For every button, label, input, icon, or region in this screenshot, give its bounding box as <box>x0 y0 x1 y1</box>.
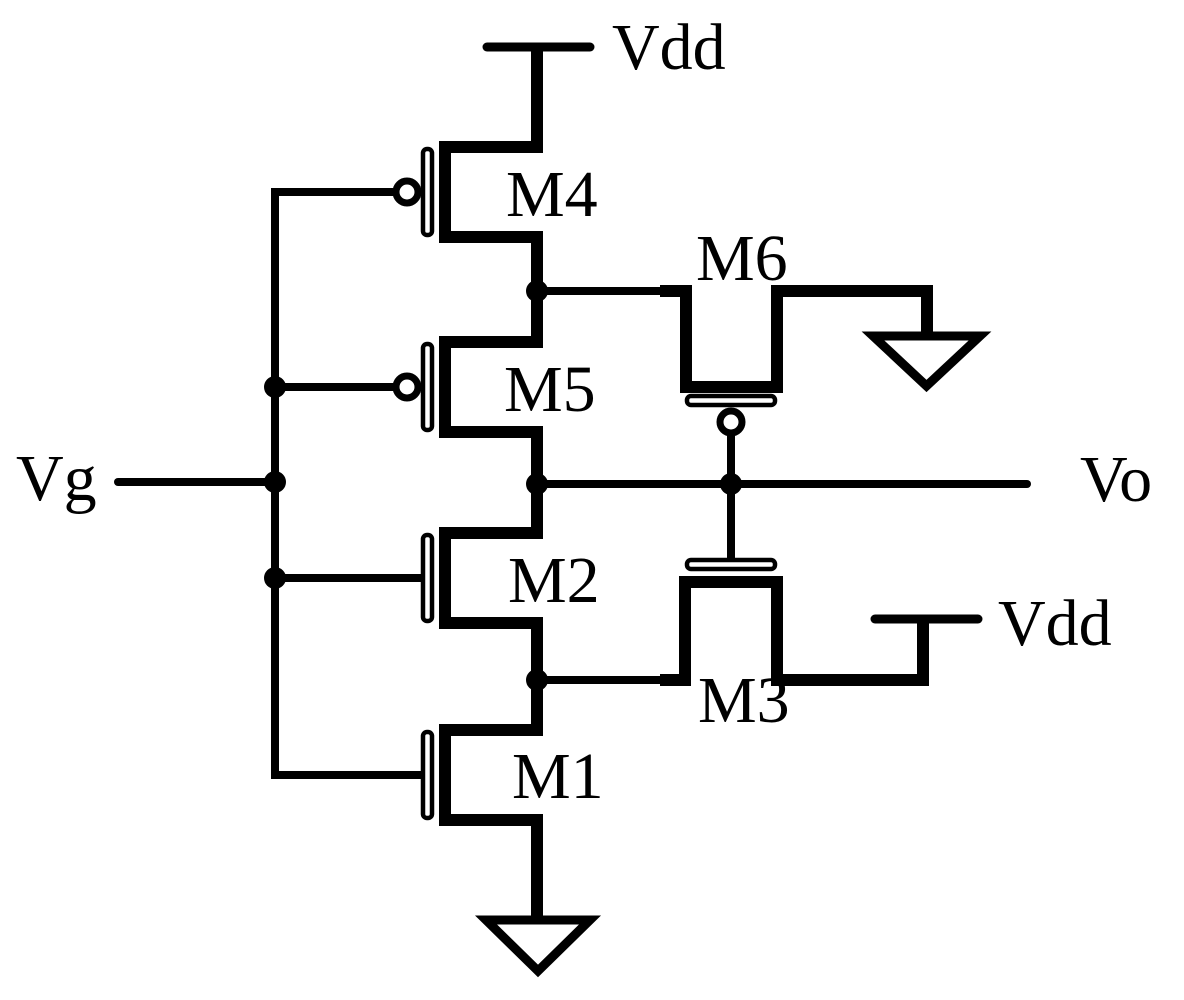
junction-vo-mid <box>720 473 742 495</box>
vdd-top-label: Vdd <box>612 11 726 84</box>
m5-pmos-bubble-icon <box>392 372 422 402</box>
m6-body <box>660 285 933 393</box>
m4-pmos-bubble-icon <box>392 177 422 207</box>
transistor-m4 <box>392 146 435 238</box>
ground-bottom-icon <box>474 915 602 978</box>
gate-bus-wire <box>271 188 425 779</box>
m5-gate-plate <box>420 341 435 433</box>
m1-label: M1 <box>512 740 604 813</box>
m6-label: M6 <box>696 222 788 295</box>
transistor-m6 <box>660 285 933 437</box>
m1-gate-plate <box>420 729 435 821</box>
transistor-m1 <box>420 729 435 821</box>
m2-gate-plate <box>420 532 435 624</box>
vdd-right-label: Vdd <box>998 587 1112 660</box>
ground-right-icon <box>861 331 992 393</box>
transistor-m5 <box>392 341 435 433</box>
junction-node-a <box>526 280 548 302</box>
m4-label: M4 <box>506 158 598 231</box>
junction-bus-m2 <box>264 567 286 589</box>
vg-port-label: Vg <box>16 442 97 515</box>
m6-pmos-bubble-icon <box>716 407 746 437</box>
m3-label: M3 <box>698 664 790 737</box>
m6-gate-plate <box>684 393 778 408</box>
m2-label: M2 <box>508 544 600 617</box>
transistor-m2 <box>420 532 435 624</box>
m3-body <box>660 576 929 686</box>
m3-gate-plate <box>684 557 778 572</box>
m4-gate-plate <box>420 146 435 238</box>
m5-label: M5 <box>504 353 596 426</box>
junction-node-b <box>526 669 548 691</box>
junction-vo-left <box>526 473 548 495</box>
junction-bus-vg <box>264 471 286 493</box>
transistor-m3 <box>660 557 929 686</box>
junction-bus-m5 <box>264 376 286 398</box>
junction-dots <box>264 280 742 691</box>
vo-port-label: Vo <box>1080 443 1152 516</box>
